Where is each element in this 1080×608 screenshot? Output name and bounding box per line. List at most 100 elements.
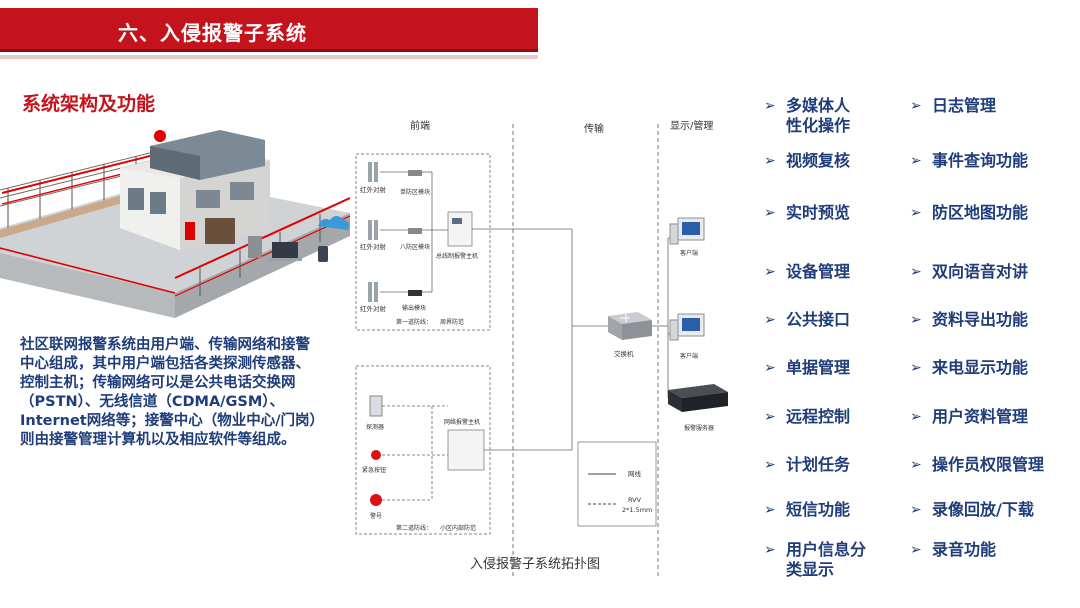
feature-label: 事件查询功能 [932, 151, 1028, 171]
feature-item-right-3: ➢双向语音对讲 [910, 262, 1028, 282]
arrow-bullet-icon: ➢ [910, 409, 922, 425]
ir-label-2: 红外对射 [360, 242, 387, 251]
feature-label-line: 视频复核 [786, 151, 851, 170]
arrow-bullet-icon: ➢ [910, 205, 922, 221]
feature-label: 视频复核 [786, 151, 850, 171]
arrow-bullet-icon: ➢ [764, 502, 776, 518]
feature-label: 远程控制 [786, 407, 850, 427]
client-2-device [669, 313, 705, 341]
feature-label-line: 操作员权限管理 [932, 455, 1045, 474]
emergency-btn-device [371, 450, 381, 460]
feature-label: 录像回放/下载 [932, 500, 1034, 520]
col-transmit-label: 传输 [584, 122, 604, 135]
legend-box [577, 441, 657, 527]
zone1-label: 第一道防线： [396, 318, 432, 326]
detector-label: 探测器 [366, 423, 384, 431]
feature-item-left-7: ➢计划任务 [764, 455, 850, 475]
feature-label-line: 性化操作 [786, 116, 851, 135]
feature-label-line: 双向语音对讲 [932, 262, 1029, 281]
feature-label-line: 资料导出功能 [932, 310, 1029, 329]
feature-label: 实时预览 [786, 203, 850, 223]
feature-label-line: 防区地图功能 [932, 203, 1029, 222]
arrow-bullet-icon: ➢ [764, 264, 776, 280]
feature-label: 操作员权限管理 [932, 455, 1044, 475]
legend-line1-label: 网线 [628, 469, 642, 478]
feature-item-left-5: ➢单据管理 [764, 358, 850, 378]
feature-label-line: 用户资料管理 [932, 407, 1029, 426]
feature-label-line: 远程控制 [786, 407, 851, 426]
feature-label-line: 录像回放/下载 [932, 500, 1034, 519]
feature-label: 设备管理 [786, 262, 850, 282]
zone2-desc: 小区内部防范 [440, 524, 476, 532]
feature-label: 用户信息分类显示 [786, 540, 866, 580]
net-host-label: 网络报警主机 [444, 418, 480, 426]
feature-label-line: 实时预览 [786, 203, 851, 222]
ir-label-3: 红外对射 [360, 304, 387, 313]
arrow-bullet-icon: ➢ [764, 312, 776, 328]
feature-label: 防区地图功能 [932, 203, 1028, 223]
feature-label-line: 类显示 [786, 560, 835, 579]
feature-item-left-3: ➢ 设备管理 [764, 262, 850, 282]
arrow-bullet-icon: ➢ [910, 502, 922, 518]
feature-item-left-9: ➢ 用户信息分类显示 [764, 540, 866, 580]
arrow-bullet-icon: ➢ [764, 542, 776, 558]
bus-host-device [447, 211, 473, 247]
feature-item-left-4: ➢ 公共接口 [764, 310, 850, 330]
feature-item-right-4: ➢ 资料导出功能 [910, 310, 1028, 330]
ir-sensor-1 [368, 162, 378, 182]
feature-item-right-9: ➢录音功能 [910, 540, 996, 560]
feature-label: 来电显示功能 [932, 358, 1028, 378]
server-device [668, 384, 728, 412]
arrow-bullet-icon: ➢ [910, 312, 922, 328]
feature-label-line: 事件查询功能 [932, 151, 1029, 170]
feature-label-line: 短信功能 [786, 500, 851, 519]
topology-diagram: 前端 传输 显示/管理 红外对射 红外对射 红外对射 单防区模块 八防区模块 输… [355, 119, 728, 577]
legend-line2-label: RVV [628, 496, 642, 504]
feature-label-line: 录音功能 [932, 540, 997, 559]
arrow-bullet-icon: ➢ [910, 360, 922, 376]
client-2-label: 客户端 [680, 352, 698, 360]
ir-label-1: 红外对射 [360, 185, 387, 194]
net-host-device [447, 429, 485, 471]
arrow-bullet-icon: ➢ [910, 98, 922, 114]
feature-label: 短信功能 [786, 500, 850, 520]
page-title: 六、入侵报警子系统 [118, 21, 307, 45]
feature-item-right-6: ➢ 用户资料管理 [910, 407, 1028, 427]
bus-host-label: 总线制报警主机 [436, 252, 478, 260]
arrow-bullet-icon: ➢ [764, 153, 776, 169]
feature-label-line: 计划任务 [786, 455, 851, 474]
arrow-bullet-icon: ➢ [764, 409, 776, 425]
switch-device [608, 312, 652, 340]
arrow-bullet-icon: ➢ [910, 153, 922, 169]
title-underline [0, 55, 538, 59]
zone1-box [355, 153, 491, 331]
detector-device [369, 395, 383, 417]
module-out-label: 输出模块 [402, 304, 426, 312]
zone1-desc: 周界防范 [440, 318, 464, 326]
feature-label-line: 单据管理 [786, 358, 851, 377]
feature-item-right-5: ➢ 来电显示功能 [910, 358, 1028, 378]
feature-item-left-1: ➢ 视频复核 [764, 151, 850, 171]
feature-item-right-0: ➢ 日志管理 [910, 96, 996, 116]
legend-line2-spec: 2*1.5mm [622, 506, 652, 514]
feature-label: 日志管理 [932, 96, 996, 116]
server-label: 报警服务器 [684, 424, 714, 432]
module-out-device [408, 290, 422, 296]
feature-label-line: 多媒体人 [786, 96, 851, 115]
client-1-device [669, 217, 705, 245]
ir-sensor-2 [368, 220, 378, 240]
feature-label-line: 公共接口 [786, 310, 851, 329]
arrow-bullet-icon: ➢ [764, 205, 776, 221]
siren-label: 警号 [370, 512, 382, 520]
feature-item-right-1: ➢ 事件查询功能 [910, 151, 1028, 171]
emergency-btn-label: 紧急按钮 [362, 466, 386, 474]
module-8-device [408, 228, 422, 234]
ir-sensor-3 [368, 282, 378, 302]
module-8-label: 八防区模块 [400, 243, 430, 251]
title-bar: 六、入侵报警子系统 [0, 8, 538, 52]
module-1-device [408, 170, 422, 176]
feature-label: 单据管理 [786, 358, 850, 378]
col-front-label: 前端 [410, 119, 430, 132]
feature-label-line: 用户信息分 [786, 540, 867, 559]
feature-label-line: 设备管理 [786, 262, 851, 281]
